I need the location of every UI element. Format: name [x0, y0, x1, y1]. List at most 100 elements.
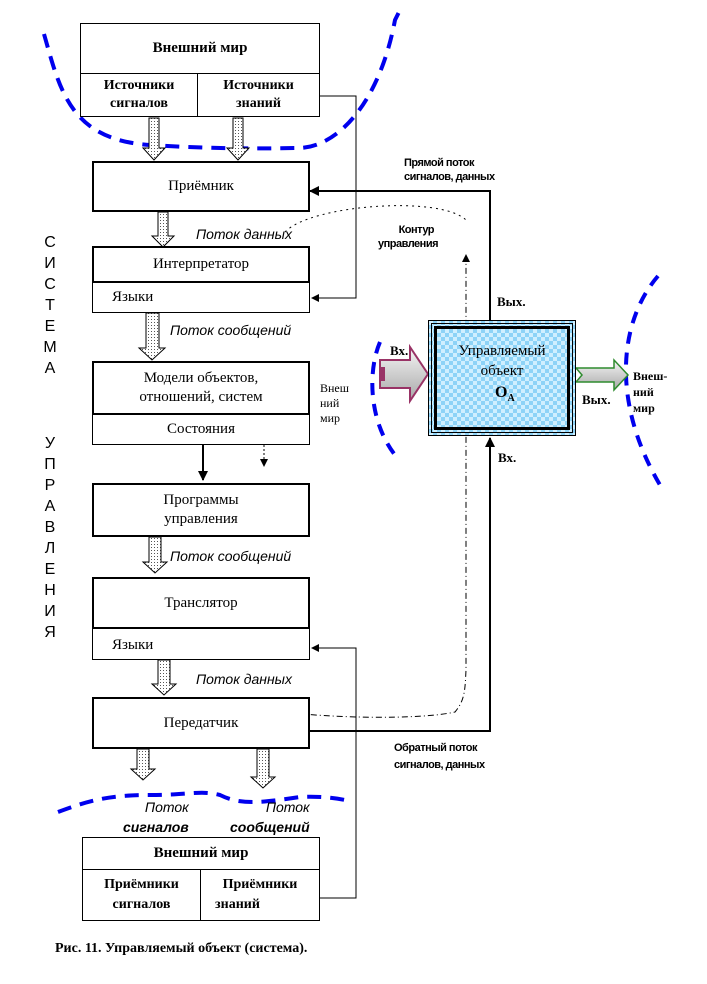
- direct-flow-line: [309, 186, 491, 320]
- label-line: Обратный поток: [394, 742, 477, 754]
- letter: Я: [44, 624, 56, 641]
- letter: И: [44, 603, 56, 620]
- label-line: Внеш-: [633, 369, 668, 383]
- control-loop-line: [284, 254, 470, 718]
- signal-flow-out-label: Поток сигналов: [123, 797, 189, 837]
- output-arrow: [574, 358, 630, 392]
- label-line: сигналов: [123, 819, 189, 835]
- label-line: Контур: [398, 224, 435, 236]
- models-block: Модели объектов, отношений, систем: [92, 361, 310, 415]
- label-line: мир: [633, 401, 655, 415]
- label-line: сообщений: [230, 819, 310, 835]
- outer-world-left-label: Внеш ний мир: [320, 381, 349, 426]
- letter: П: [44, 456, 56, 473]
- control-loop-arc-top: [284, 205, 467, 233]
- subscript: A: [507, 393, 515, 405]
- programs-block: Программы управления: [92, 483, 310, 537]
- letter: Н: [44, 582, 56, 599]
- direct-flow-label: Прямой поток сигналов, данных: [404, 156, 495, 184]
- input-left-label: Вх.: [390, 343, 409, 358]
- controlled-object-frame: [431, 323, 573, 433]
- label-line: управления: [378, 238, 439, 250]
- interpreter-block: Интерпретатор: [92, 246, 310, 283]
- symbol: O: [495, 384, 508, 401]
- translator-block: Транслятор: [92, 577, 310, 629]
- feedback-flow-label: Обратный поток сигналов, данных: [394, 740, 485, 774]
- outer-world-right-label: Внеш- ний мир: [633, 368, 667, 416]
- knowledge-receiver-line: [311, 644, 357, 899]
- label-line: Управляемый: [458, 343, 546, 359]
- control-loop-label: Контур управления: [378, 223, 439, 251]
- input-arrow: [379, 343, 430, 405]
- top-world-knowledge-sources: Источники знаний: [197, 73, 320, 117]
- cell-line: знаний: [236, 96, 281, 111]
- input-bottom-label: Вх.: [498, 450, 517, 465]
- letter: Т: [45, 297, 55, 314]
- boundary-object-right: [624, 274, 662, 487]
- label-line: мир: [320, 411, 341, 425]
- label-line: сигналов, данных: [394, 759, 485, 771]
- cell-line: Источники: [103, 78, 175, 93]
- label-line: Внеш: [320, 381, 349, 395]
- label-line: ний: [633, 385, 654, 399]
- letter: И: [44, 255, 56, 272]
- data-flow-label-1: Поток данных: [196, 226, 292, 242]
- boundary-bottom: [57, 790, 346, 814]
- models-states: Состояния: [92, 414, 310, 445]
- letter: Е: [44, 318, 56, 335]
- languages-label: Языки: [112, 637, 154, 653]
- boundary-object-left: [370, 341, 397, 457]
- system-label-top: С И С Т Е М А: [43, 232, 57, 379]
- programs-line: Программы: [163, 492, 239, 508]
- label-line: объект: [480, 363, 524, 379]
- cell-line: знаний: [215, 897, 260, 912]
- interpreter-languages: Языки: [92, 282, 310, 313]
- data-flow-label-2: Поток данных: [196, 671, 292, 687]
- message-flow-out-label: Поток сообщений: [230, 797, 310, 837]
- label-line: Поток: [144, 799, 189, 815]
- letter: С: [44, 234, 56, 251]
- models-line: отношений, систем: [139, 389, 263, 405]
- letter: М: [43, 339, 57, 356]
- bottom-world-title: Внешний мир: [82, 837, 320, 870]
- feedback-flow-line: [310, 437, 495, 732]
- models-line: Модели объектов,: [143, 370, 259, 386]
- cell-line: Приёмники: [222, 877, 298, 892]
- top-world-signal-sources: Источники сигналов: [80, 73, 198, 117]
- bottom-world-signal-receivers: Приёмники сигналов: [82, 869, 201, 921]
- letter: А: [44, 360, 56, 377]
- label-line: ний: [320, 396, 340, 410]
- cell-line: сигналов: [110, 96, 168, 111]
- message-flow-label-2: Поток сообщений: [170, 548, 292, 564]
- letter: С: [44, 276, 56, 293]
- bottom-world-knowledge-receivers: Приёмники знаний: [200, 869, 320, 921]
- translator-languages: Языки: [92, 628, 310, 660]
- cell-line: Приёмники: [104, 877, 179, 892]
- message-flow-label-1: Поток сообщений: [170, 322, 292, 338]
- system-label-bottom: У П Р А В Л Е Н И Я: [43, 433, 57, 643]
- output-top-label: Вых.: [497, 294, 526, 309]
- cell-line: сигналов: [112, 897, 171, 912]
- knowledge-source-line: [311, 95, 357, 302]
- letter: У: [44, 435, 56, 452]
- input-arrow-tail: [380, 367, 385, 381]
- letter: Е: [44, 561, 56, 578]
- figure-caption: Рис. 11. Управляемый объект (система).: [55, 941, 308, 956]
- controlled-object-title: Управляемый объект: [429, 341, 575, 381]
- letter: Р: [44, 477, 56, 494]
- receiver-block: Приёмник: [92, 161, 310, 212]
- label-line: Поток: [265, 799, 310, 815]
- letter: В: [44, 519, 56, 536]
- flow-arrows: [129, 117, 277, 789]
- controlled-object-symbol: OA: [495, 384, 515, 404]
- cell-line: Источники: [223, 78, 294, 93]
- output-right-label: Вых.: [582, 392, 611, 407]
- controlled-object: Управляемый объект OA: [428, 320, 576, 436]
- boundary-top: [42, 9, 402, 151]
- transmitter-block: Передатчик: [92, 697, 310, 749]
- languages-label: Языки: [112, 289, 154, 305]
- top-world-title: Внешний мир: [80, 23, 320, 74]
- programs-line: управления: [164, 511, 238, 527]
- label-line: сигналов, данных: [404, 171, 495, 183]
